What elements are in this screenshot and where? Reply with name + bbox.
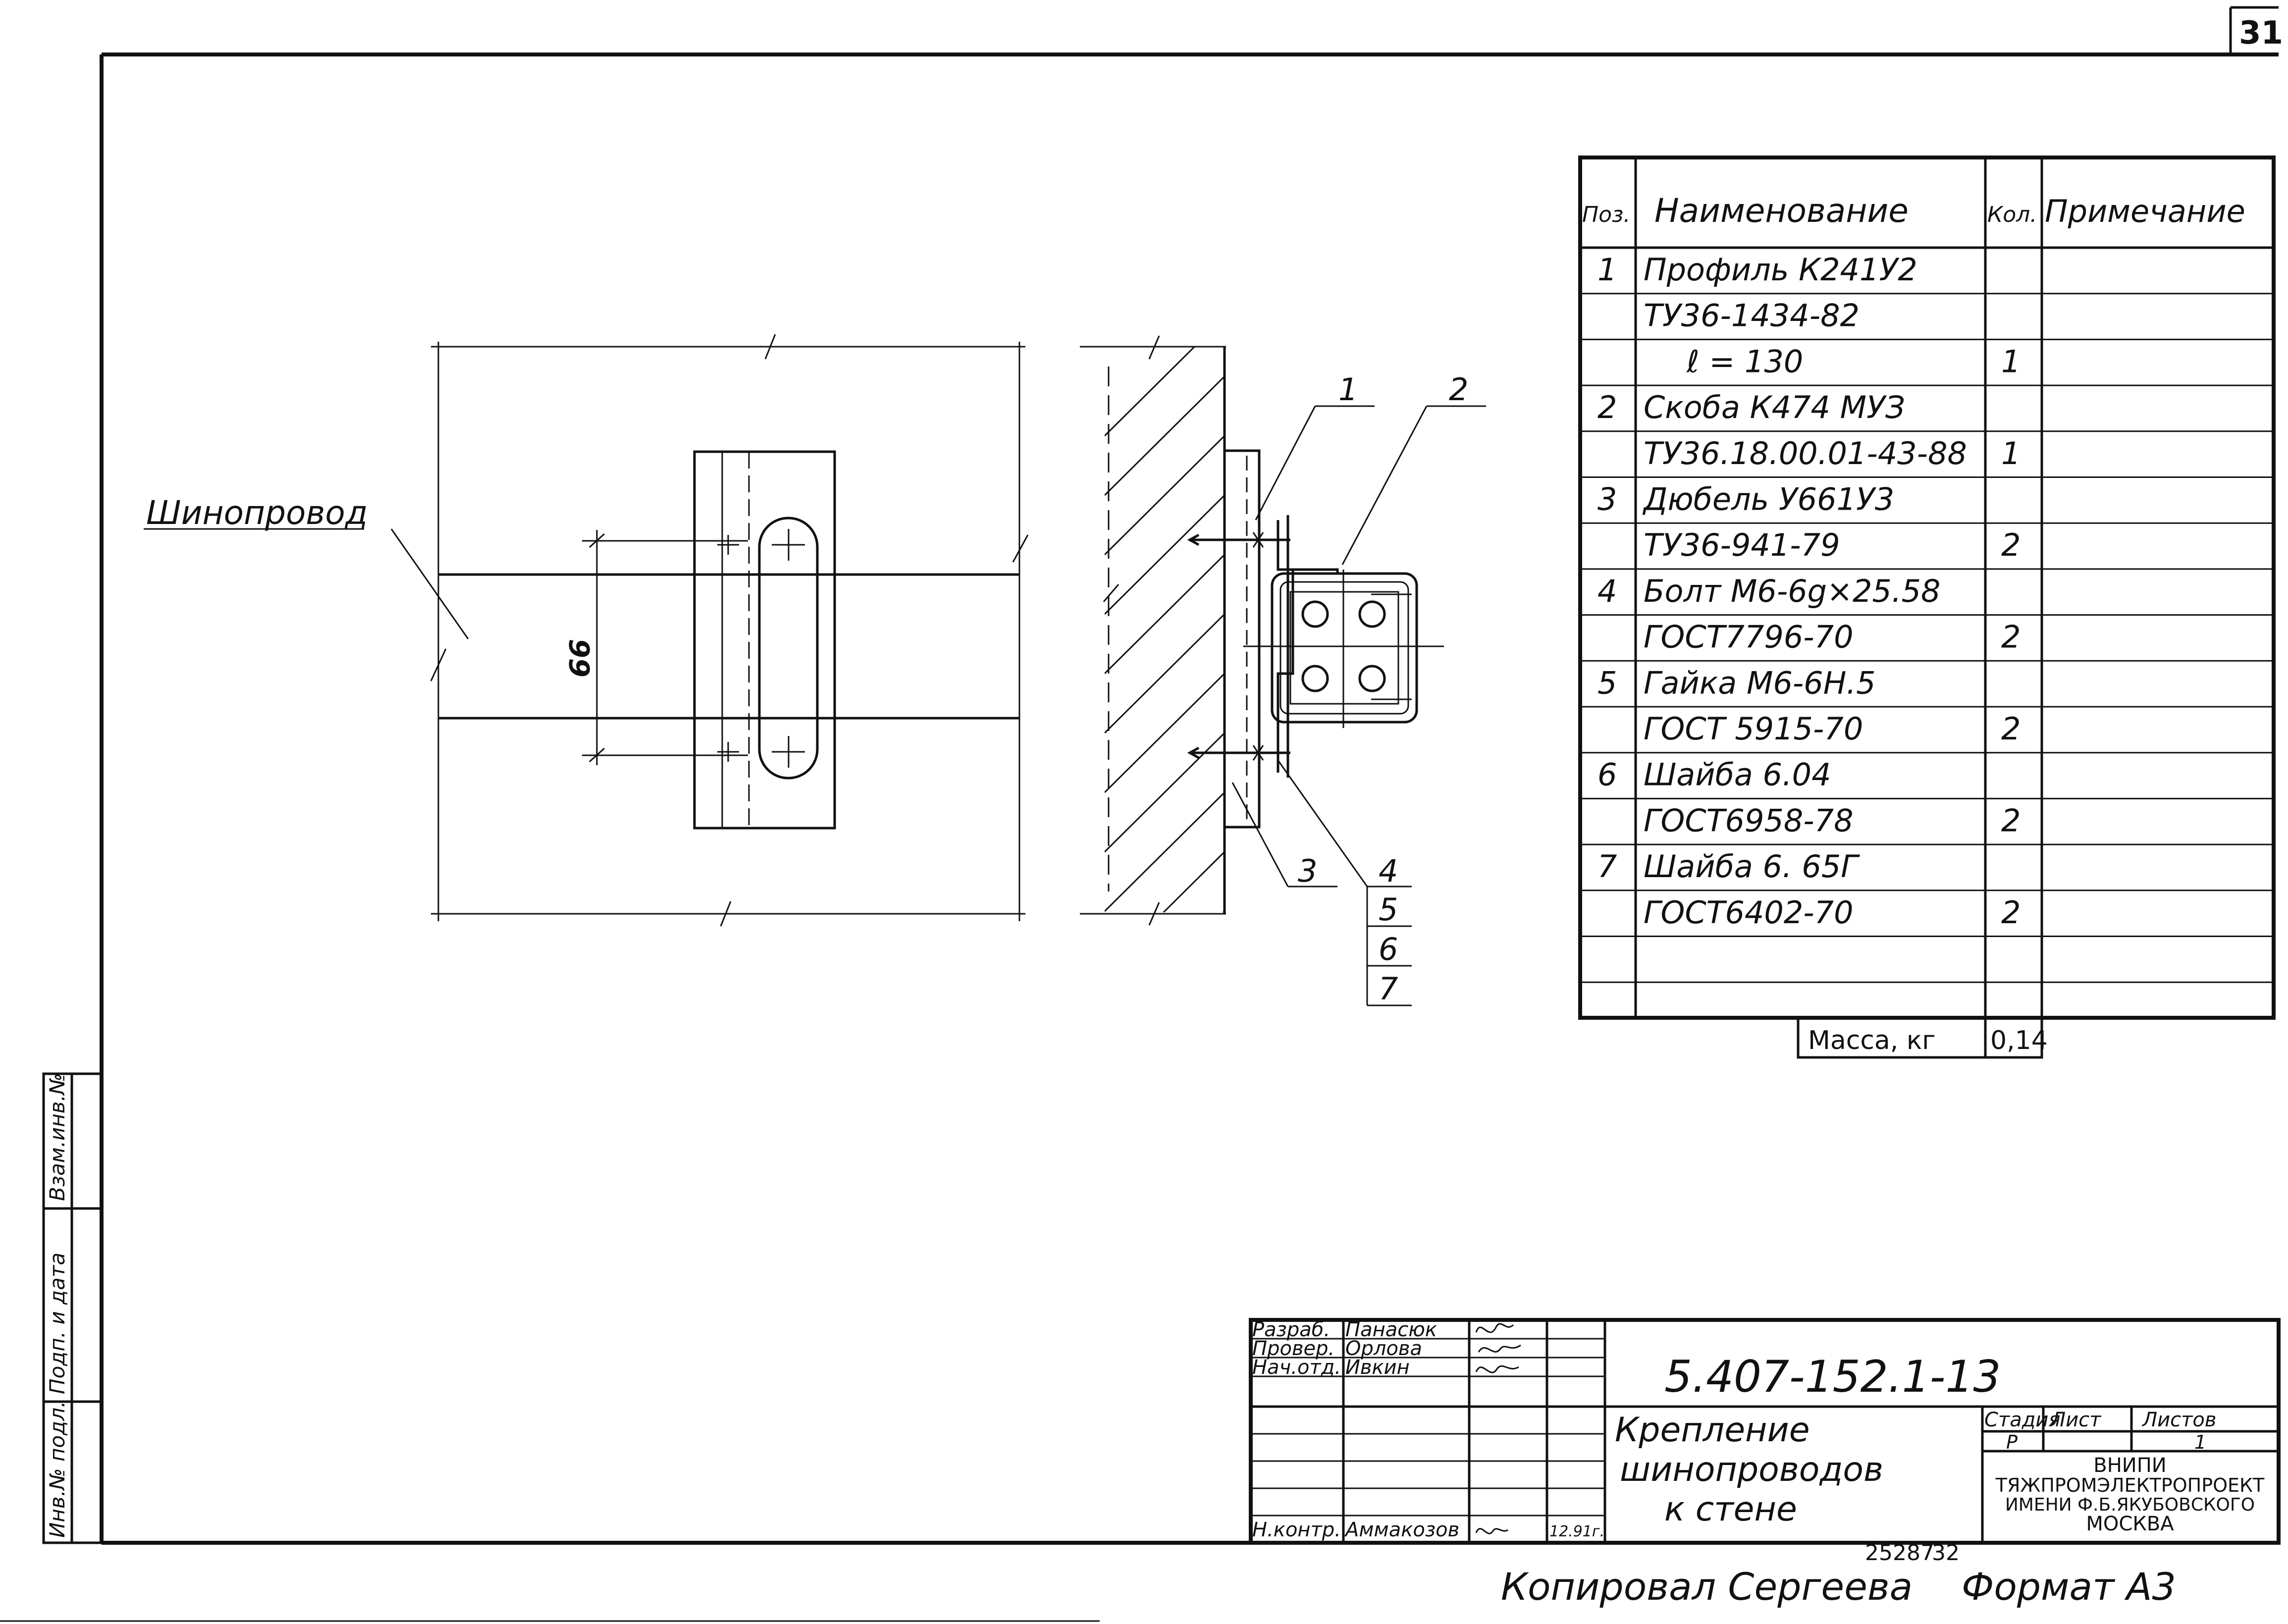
spec-row-name: ГОСТ6958-78 [1644,802,1854,838]
spec-row-pos: 7 [1597,848,1617,885]
sheet-label: Лист [2050,1409,2102,1431]
spec-row-name: Гайка М6-6Н.5 [1644,665,1876,701]
paper-format: Формат А3 [1962,1565,2176,1609]
side-stamp: Инв.№ подл. Подп. и дата Взам.инв.№ [42,1072,103,1544]
spec-row-qty: 2 [2001,802,2021,838]
spec-row-pos: 4 [1597,573,1617,609]
inventory-number: 25287 [1865,1540,1934,1566]
side-stamp-replacement: Взам.инв.№ [45,1073,69,1201]
spec-row-qty: 2 [2001,894,2021,931]
spec-row-pos: 2 [1597,389,1617,425]
spec-row-name: ТУ36.18.00.01-43-88 [1644,435,1967,471]
approval-date: 12.91г. [1549,1523,1604,1540]
stage-value: Р [2006,1431,2018,1453]
footer: 25287 32 Копировал Сергеева Формат А3 [0,1540,2176,1622]
spec-row-name: ТУ36-1434-82 [1644,298,1860,334]
spec-row-name: Профиль К241У2 [1644,252,1917,288]
stage-label: Стадия [1984,1409,2060,1431]
org-line-1: ВНИПИ [2093,1454,2166,1477]
sheets-label: Листов [2141,1409,2216,1431]
org-line-2: ТЯЖПРОМЭЛЕКТРОПРОЕКТ [1995,1474,2265,1496]
callout-1: 1 [1338,371,1358,408]
sheets-total: 1 [2194,1431,2206,1453]
col-header-qty: Кол. [1987,202,2037,227]
sheet-frame: 31 [100,6,2283,1545]
side-section-view: 1 2 3 4 5 6 7 [1080,335,1486,1007]
spec-row-qty: 1 [2001,343,2021,379]
front-view: 66 Шинопровод [144,334,1029,927]
spec-row-name: ГОСТ 5915-70 [1644,711,1863,747]
side-stamp-signature-date: Подп. и дата [45,1253,69,1394]
title-line-2: шинопроводов [1620,1450,1883,1489]
role-norm-control: Н.контр. [1252,1519,1341,1541]
spec-row-qty: 1 [2001,435,2021,471]
col-header-pos: Поз. [1582,202,1630,227]
spec-row-name: Скоба К474 МУЗ [1644,389,1905,425]
spec-row-qty: 2 [2001,619,2021,655]
spec-row-name: ТУ36-941-79 [1644,527,1840,563]
copied-by: Копировал Сергеева [1501,1565,1913,1609]
callout-4: 4 [1379,853,1398,889]
spec-row-pos: 3 [1597,481,1617,518]
title-line-1: Крепление [1615,1411,1810,1450]
footer-number: 32 [1932,1540,1960,1566]
spec-row-pos: 1 [1597,252,1617,288]
role-developer: Разраб. [1252,1318,1330,1341]
signatures [1475,1323,1521,1534]
callout-7: 7 [1379,971,1398,1007]
title-line-3: к стене [1664,1490,1797,1529]
name-dept-head: Ивкин [1345,1356,1410,1379]
dimension-66: 66 [564,639,596,678]
busbar-label: Шинопровод [146,494,368,532]
col-header-note: Примечание [2045,193,2245,229]
role-checker: Провер. [1252,1337,1334,1360]
specification-table: Поз. Наименование Кол. Примечание 1 Профи… [1578,156,2276,1059]
callout-6: 6 [1379,931,1398,967]
spec-row-qty: 2 [2001,711,2021,747]
org-line-4: МОСКВА [2086,1513,2174,1535]
mass-value: 0,14 [1990,1026,2048,1055]
spec-row-pos: 6 [1597,757,1617,793]
callout-5: 5 [1379,891,1398,928]
spec-row-qty: 2 [2001,527,2021,563]
spec-row-name: Шайба 6. 65Г [1644,848,1860,885]
role-dept-head: Нач.отд. [1252,1356,1341,1379]
document-code: 5.407-152.1-13 [1664,1351,2001,1402]
col-header-name: Наименование [1654,192,1909,230]
name-checker: Орлова [1345,1337,1422,1360]
callout-2: 2 [1449,371,1468,408]
spec-row-name: Шайба 6.04 [1644,757,1831,793]
title-block: Разраб. Панасюк Провер. Орлова Нач.отд. … [1249,1318,2281,1545]
spec-row-name: Болт М6-6g×25.58 [1644,573,1940,609]
callout-3: 3 [1298,853,1317,889]
sheet-number: 31 [2239,15,2283,52]
side-stamp-inventory: Инв.№ подл. [45,1401,69,1538]
org-line-3: ИМЕНИ Ф.Б.ЯКУБОВСКОГО [2005,1495,2255,1515]
spec-row-name: ℓ = 130 [1686,343,1803,379]
name-developer: Панасюк [1345,1318,1437,1341]
name-norm-control: Аммакозов [1344,1519,1459,1541]
spec-row-pos: 5 [1597,665,1617,701]
spec-row-name: ГОСТ7796-70 [1644,619,1854,655]
spec-row-name: Дюбель У661У3 [1642,481,1894,518]
spec-row-name: ГОСТ6402-70 [1644,894,1854,931]
mass-label: Масса, кг [1808,1026,1936,1055]
